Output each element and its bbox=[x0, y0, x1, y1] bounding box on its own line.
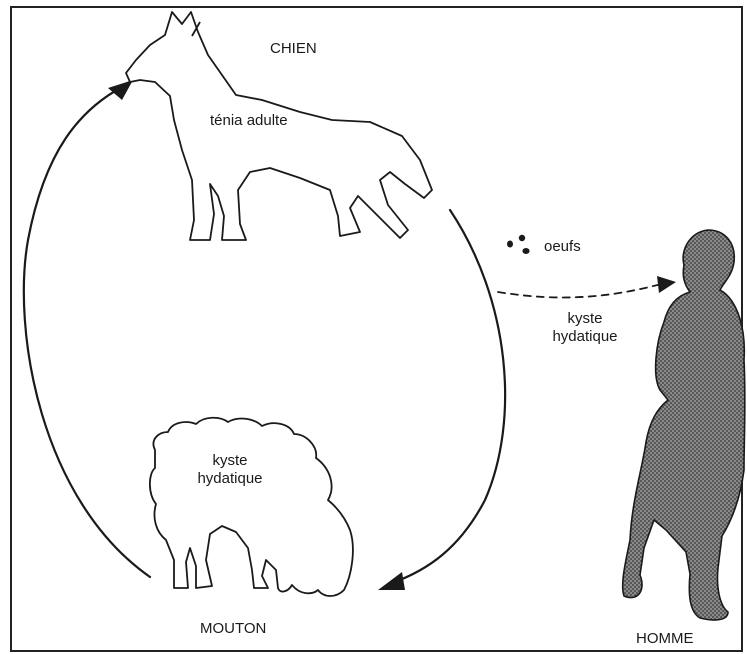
sheep-cyst-line-1: kyste bbox=[180, 452, 280, 470]
sheep-cyst-label: kyste hydatique bbox=[180, 452, 280, 488]
human-cyst-line-2: hydatique bbox=[535, 328, 635, 346]
sheep-icon bbox=[150, 418, 353, 596]
arrowhead-right-icon bbox=[657, 276, 676, 293]
eggs-label: oeufs bbox=[544, 238, 581, 256]
arc-dog-to-sheep-arrow bbox=[392, 210, 505, 583]
sheep-name-label: MOUTON bbox=[200, 620, 266, 638]
human-cyst-line-1: kyste bbox=[535, 310, 635, 328]
human-name-label: HOMME bbox=[636, 630, 694, 648]
eggs-icon bbox=[507, 235, 530, 254]
arc-sheep-to-dog-arrow bbox=[24, 87, 150, 577]
egg-to-human-dashed-arrow bbox=[498, 283, 665, 298]
dog-name-label: CHIEN bbox=[270, 40, 317, 58]
arrowhead-up-icon bbox=[108, 80, 133, 100]
sheep-cyst-line-2: hydatique bbox=[180, 470, 280, 488]
arrowhead-down-icon bbox=[378, 572, 405, 590]
human-cyst-label: kyste hydatique bbox=[535, 310, 635, 346]
dog-stage-label: ténia adulte bbox=[210, 112, 288, 130]
